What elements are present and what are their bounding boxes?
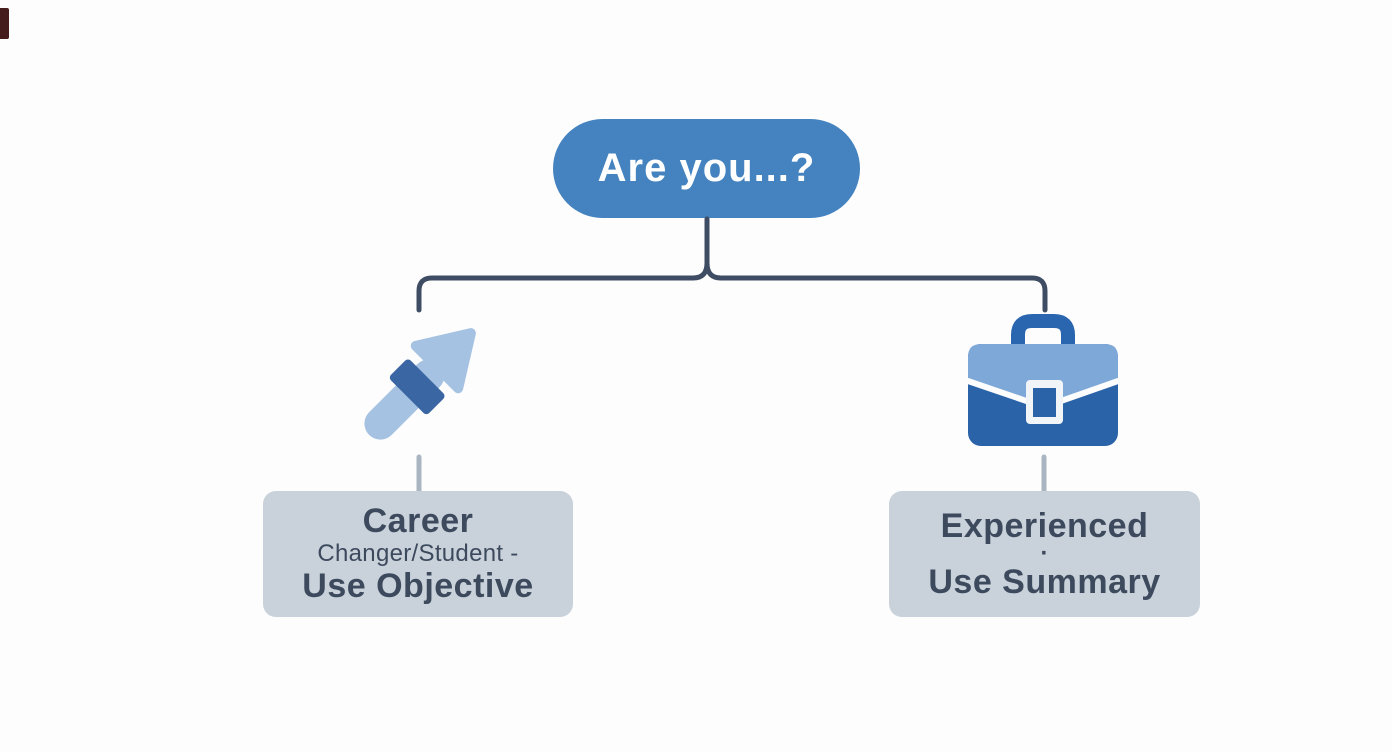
briefcase-icon	[965, 314, 1121, 446]
rising-arrow-icon	[364, 328, 476, 440]
branch-label-line: Changer/Student -	[317, 540, 519, 568]
branch-box-experienced: Experienced · Use Summary	[889, 491, 1200, 617]
branch-label-line: Use Summary	[928, 562, 1161, 601]
root-node-label: Are you...?	[597, 146, 816, 190]
arrow-band	[389, 359, 445, 415]
briefcase-flap	[968, 344, 1118, 406]
branch-label-separator: ·	[1040, 540, 1049, 568]
branch-label-line: Experienced	[940, 506, 1149, 545]
branch-label-line: Use Objective	[302, 566, 534, 605]
corner-artifact	[0, 8, 9, 39]
briefcase-handle	[1011, 314, 1075, 346]
branch-box-career: Career Changer/Student - Use Objective	[263, 491, 573, 617]
branch-label-line: Career	[362, 502, 474, 541]
briefcase-buckle-inner	[1033, 388, 1056, 417]
right-branch-line	[704, 260, 1048, 313]
root-node: Are you...?	[553, 119, 860, 218]
arrow-head	[410, 328, 476, 394]
left-branch-line	[416, 260, 710, 313]
